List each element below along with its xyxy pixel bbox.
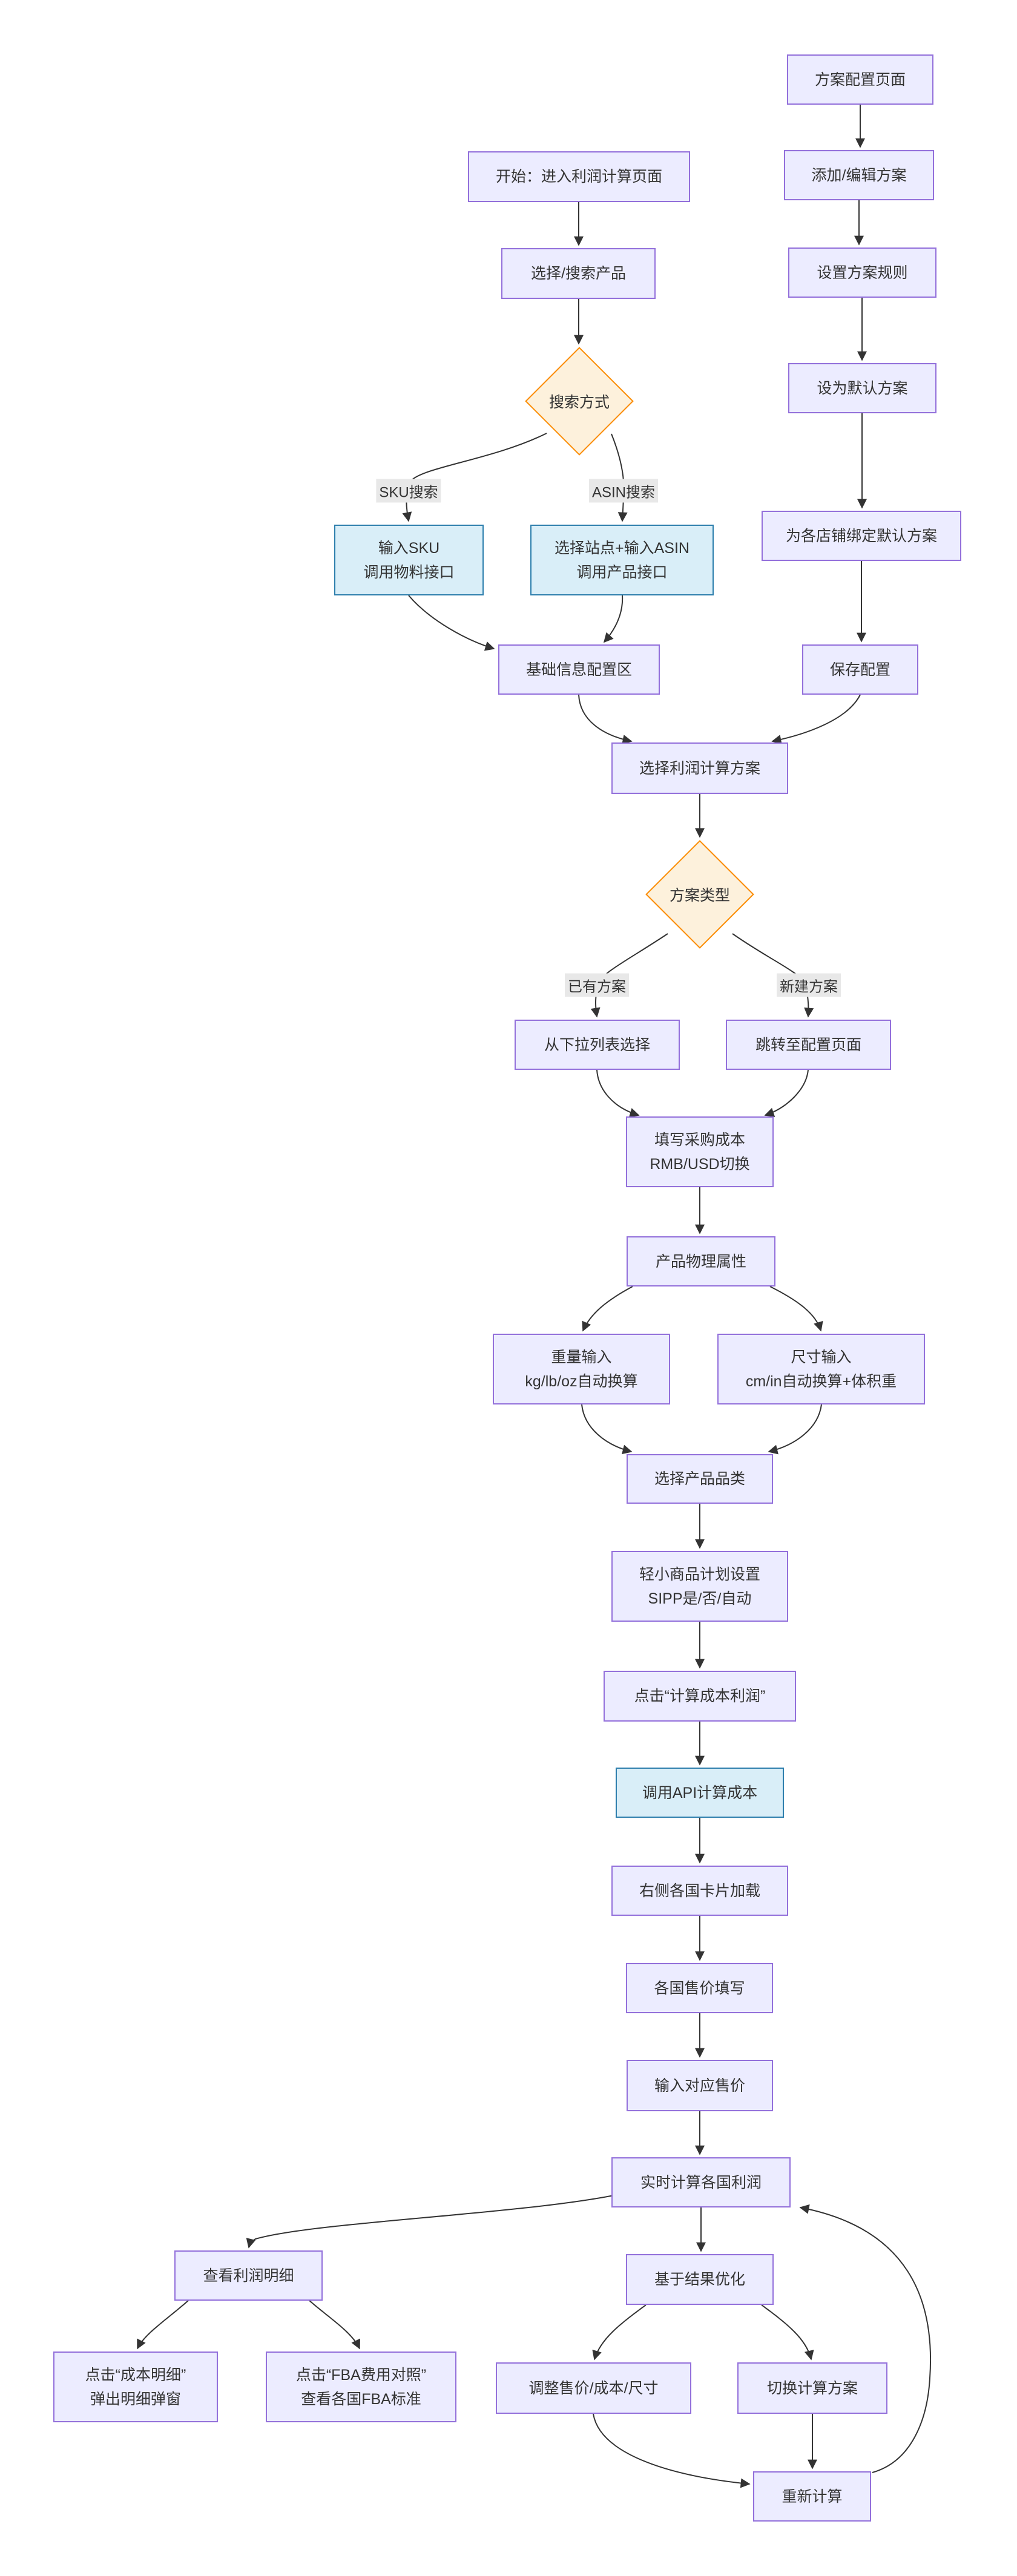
node-set-default-plan: 设为默认方案 <box>788 363 936 413</box>
node-view-profit-detail: 查看利润明细 <box>174 2250 323 2301</box>
node-asin-input: 选择站点+输入ASIN 调用产品接口 <box>530 525 714 595</box>
node-weight-input: 重量输入 kg/lb/oz自动换算 <box>493 1334 670 1404</box>
edge-label-new-plan: 新建方案 <box>777 973 841 997</box>
edge-physical-to-size <box>769 1286 823 1332</box>
node-search-method: 搜索方式 <box>524 347 634 456</box>
node-purchase-cost: 填写采购成本 RMB/USD切换 <box>626 1116 774 1187</box>
edge-search-method-to-sku <box>402 433 547 522</box>
node-base-info-config: 基础信息配置区 <box>498 644 660 695</box>
node-click-calc: 点击“计算成本利润” <box>604 1671 796 1722</box>
edge-recalc-to-realtime-loop <box>799 2204 932 2473</box>
node-add-edit-plan: 添加/编辑方案 <box>784 150 934 200</box>
edge-size-to-category <box>768 1404 822 1455</box>
node-select-category: 选择产品品类 <box>627 1454 773 1504</box>
edge-sku-to-base-info <box>408 595 495 651</box>
node-choose-profit-plan: 选择利润计算方案 <box>611 742 788 794</box>
node-dropdown-select: 从下拉列表选择 <box>515 1020 680 1070</box>
node-sku-input: 输入SKU 调用物料接口 <box>334 525 484 595</box>
edge-goto-config-to-purchase-cost <box>764 1069 809 1118</box>
node-select-search-product: 选择/搜索产品 <box>501 248 656 299</box>
node-bind-default-plan: 为各店铺绑定默认方案 <box>762 511 961 561</box>
edge-asin-to-base-info <box>603 595 624 643</box>
node-fba-compare: 点击“FBA费用对照” 查看各国FBA标准 <box>266 2352 456 2422</box>
node-set-plan-rules: 设置方案规则 <box>788 247 936 298</box>
edge-dropdown-to-purchase-cost <box>596 1069 640 1118</box>
node-physical-attrs: 产品物理属性 <box>627 1236 775 1286</box>
node-save-config: 保存配置 <box>802 644 918 695</box>
node-price-fill: 各国售价填写 <box>626 1963 773 2013</box>
edge-adjust-to-recalc <box>593 2413 751 2488</box>
edge-label-sku-search: SKU搜索 <box>376 479 441 503</box>
node-recalc: 重新计算 <box>753 2471 871 2522</box>
edge-physical-to-weight <box>582 1286 633 1332</box>
edge-view-detail-to-cost-detail <box>137 2299 190 2350</box>
decision-label: 搜索方式 <box>548 394 610 411</box>
node-plan-type: 方案类型 <box>645 840 755 949</box>
node-switch-plan: 切换计算方案 <box>737 2362 887 2414</box>
edge-label-existing-plan: 已有方案 <box>565 973 629 997</box>
node-plan-config-page: 方案配置页面 <box>787 54 933 105</box>
node-optimize: 基于结果优化 <box>626 2254 774 2305</box>
node-input-price: 输入对应售价 <box>627 2060 773 2111</box>
node-realtime-profit: 实时计算各国利润 <box>611 2157 791 2207</box>
edge-realtime-to-view-detail <box>246 2195 614 2249</box>
node-country-cards: 右侧各国卡片加载 <box>611 1866 788 1916</box>
edge-base-info-to-choose-plan <box>578 694 633 744</box>
edge-view-detail-to-fba-compare <box>308 2299 360 2350</box>
node-size-input: 尺寸输入 cm/in自动换算+体积重 <box>717 1334 925 1404</box>
node-adjust: 调整售价/成本/尺寸 <box>496 2362 691 2414</box>
edge-weight-to-category <box>581 1404 633 1455</box>
edge-save-config-to-choose-plan <box>771 694 861 744</box>
edge-optimize-to-switch-plan <box>761 2304 814 2361</box>
decision-label: 方案类型 <box>669 887 730 904</box>
edge-optimize-to-adjust <box>592 2304 647 2361</box>
edge-label-asin-search: ASIN搜索 <box>588 479 659 503</box>
node-sipp-setting: 轻小商品计划设置 SIPP是/否/自动 <box>611 1551 788 1622</box>
node-start: 开始：进入利润计算页面 <box>468 151 690 202</box>
node-api-calc: 调用API计算成本 <box>616 1768 784 1818</box>
node-goto-config-page: 跳转至配置页面 <box>726 1020 891 1070</box>
node-cost-detail: 点击“成本明细” 弹出明细弹窗 <box>53 2352 218 2422</box>
